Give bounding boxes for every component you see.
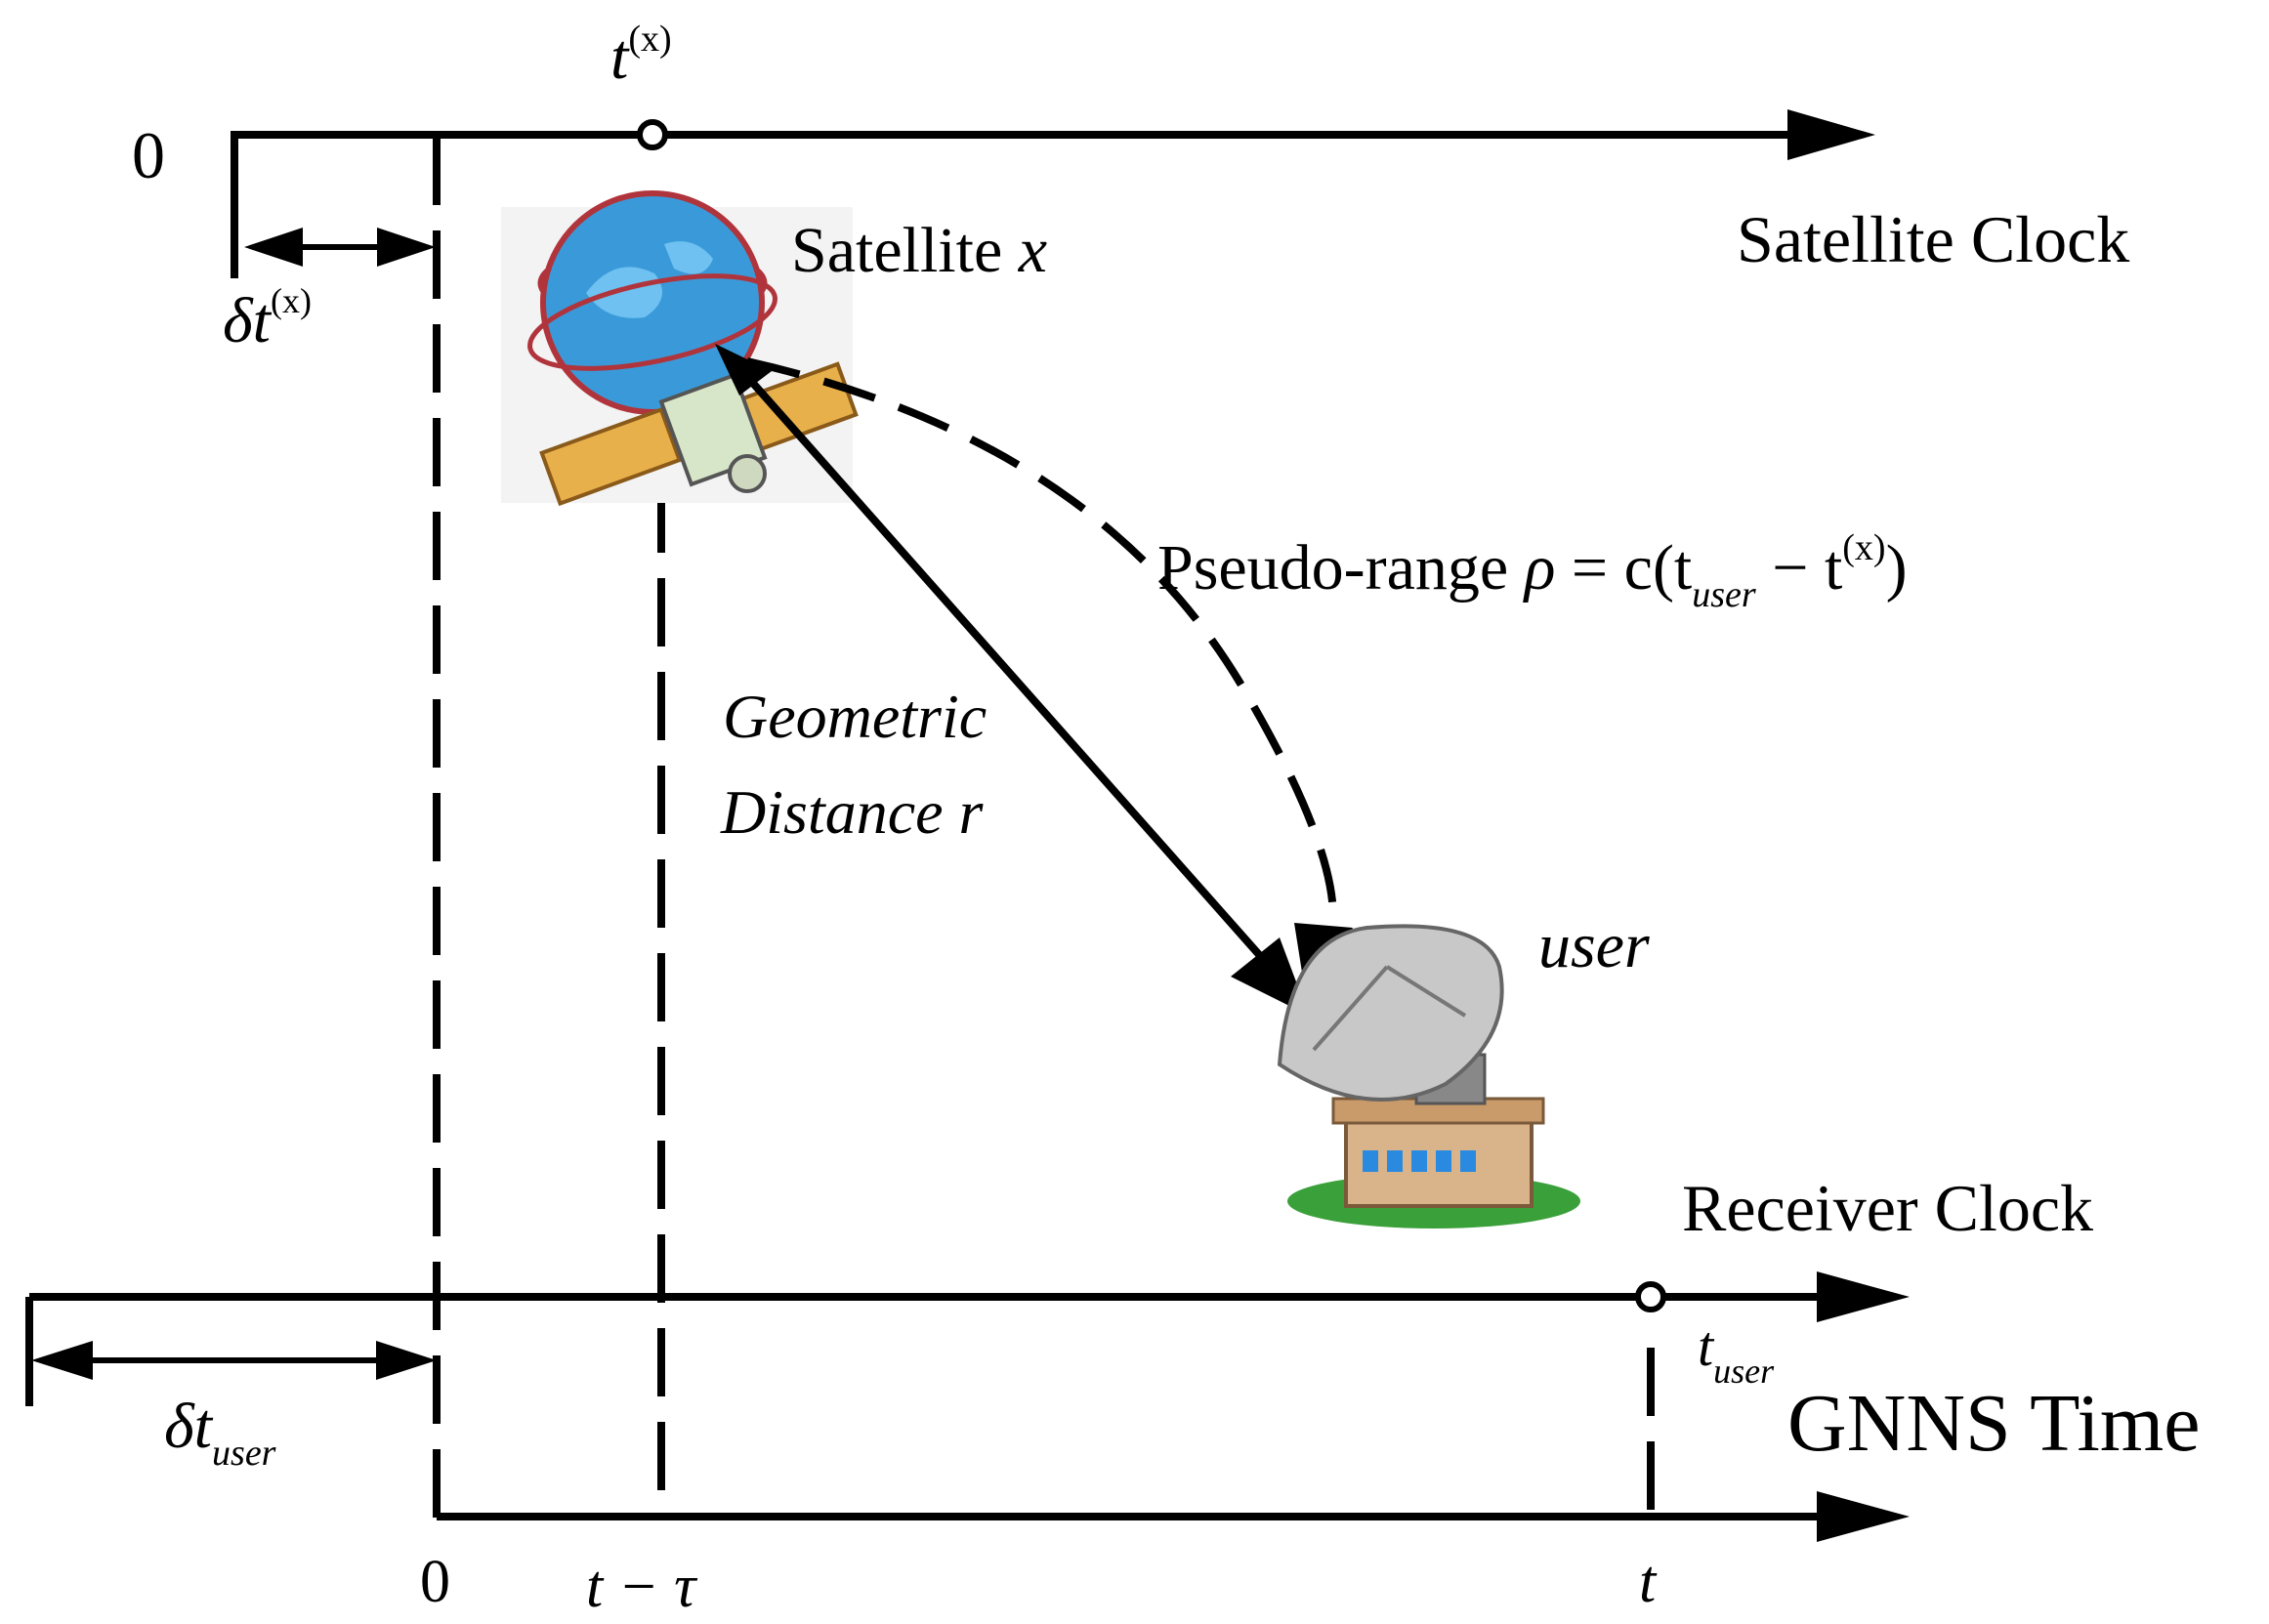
pseudo-range-label: Pseudo-range ρ = c(tuser − t(x)) [1157,527,1908,615]
receiver-axis-arrowhead [1817,1271,1910,1322]
receiver-event-label: tuser [1698,1314,1775,1391]
gnss-tick-t-minus-tau: t − τ [586,1554,698,1620]
receiver-clock-label: Receiver Clock [1682,1171,2093,1245]
gnss-time-axis [437,1491,1910,1542]
satellite-origin-label: 0 [132,118,165,192]
gnss-tick-t: t [1639,1549,1658,1615]
receiver-offset-label: δtuser [164,1391,276,1474]
satellite-clock-label: Satellite Clock [1737,202,2129,276]
user-label: user [1538,910,1650,981]
gnss-axis-arrowhead [1817,1491,1910,1542]
gnss-time-label: GNNS Time [1787,1378,2201,1469]
satellite-axis-arrowhead [1787,109,1875,160]
satellite-dish-icon [1277,924,1504,1102]
receiver-offset-arrow [31,1341,437,1380]
receiver-event-marker [1635,1281,1666,1312]
geometric-distance-label-line2: Distance r [720,777,985,847]
satellite-label: Satellite x [791,215,1047,286]
satellite-offset-arrow [244,228,436,267]
receiver-dish-image [1277,924,1580,1228]
satellite-offset-label: δt(x) [223,281,312,356]
satellite-event-label: t(x) [610,19,672,93]
satellite-clock-axis [231,109,1875,278]
receiver-clock-axis [25,1271,1910,1406]
geometric-distance-label-line1: Geometric [723,682,987,751]
gnss-tick-zero: 0 [420,1549,450,1615]
satellite-event-marker [637,119,668,150]
geometric-distance-arrow [715,344,1309,1016]
satellite-image [501,190,859,507]
